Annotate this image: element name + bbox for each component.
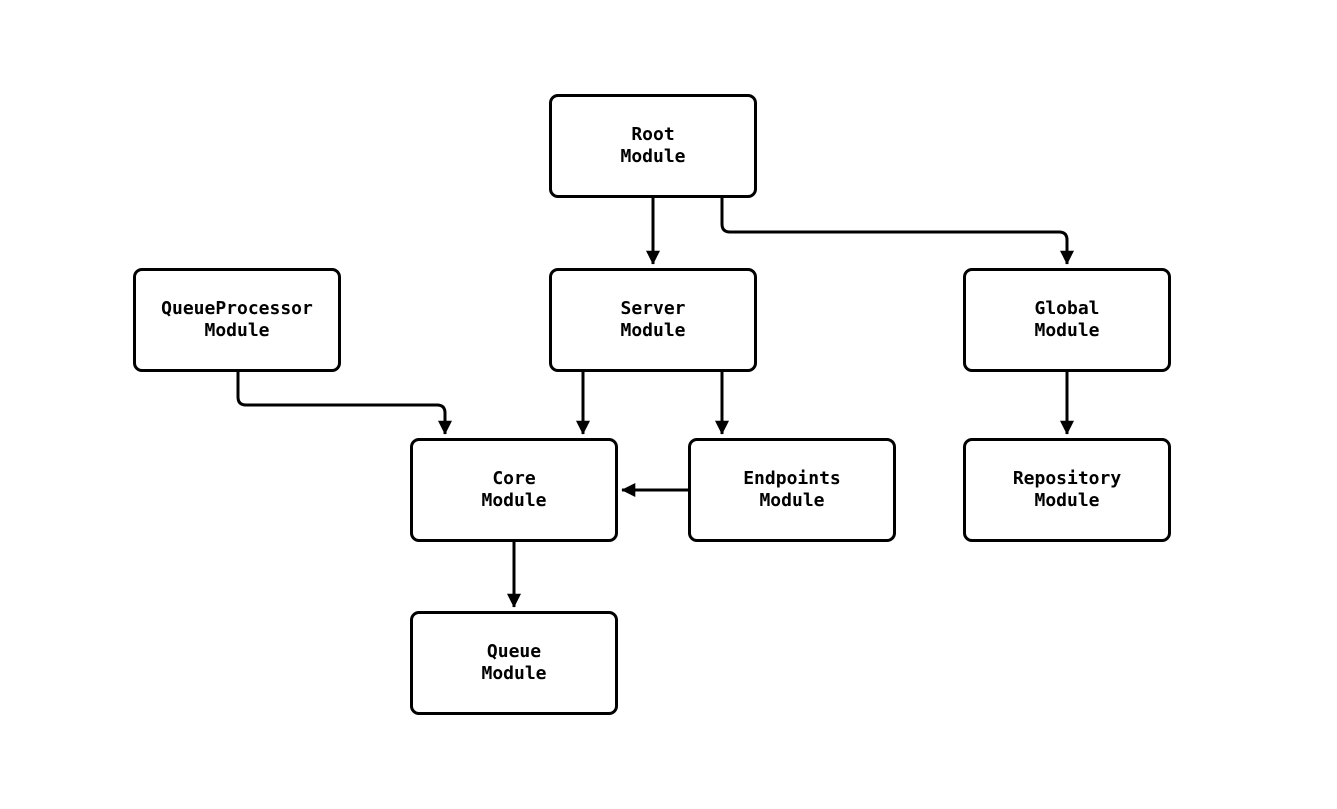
node-root-module: Root Module [549, 94, 757, 198]
node-global-module-label: Global Module [1034, 298, 1100, 341]
node-repository-module: Repository Module [963, 438, 1171, 542]
node-endpoints-module: Endpoints Module [688, 438, 896, 542]
node-queue-module-label: Queue Module [481, 641, 547, 684]
node-queueprocessor-module: QueueProcessor Module [133, 268, 341, 372]
node-global-module: Global Module [963, 268, 1171, 372]
node-server-module: Server Module [549, 268, 757, 372]
node-queueprocessor-module-label: QueueProcessor Module [161, 298, 313, 341]
edge-root-to-global [720, 198, 1074, 265]
node-core-module-label: Core Module [481, 468, 547, 511]
node-repository-module-label: Repository Module [1012, 468, 1122, 511]
node-core-module: Core Module [410, 438, 618, 542]
node-queue-module: Queue Module [410, 611, 618, 715]
node-root-module-label: Root Module [620, 124, 686, 167]
node-server-module-label: Server Module [620, 298, 686, 341]
node-endpoints-module-label: Endpoints Module [743, 468, 841, 511]
edge-queueprocessor-to-core [236, 372, 452, 435]
